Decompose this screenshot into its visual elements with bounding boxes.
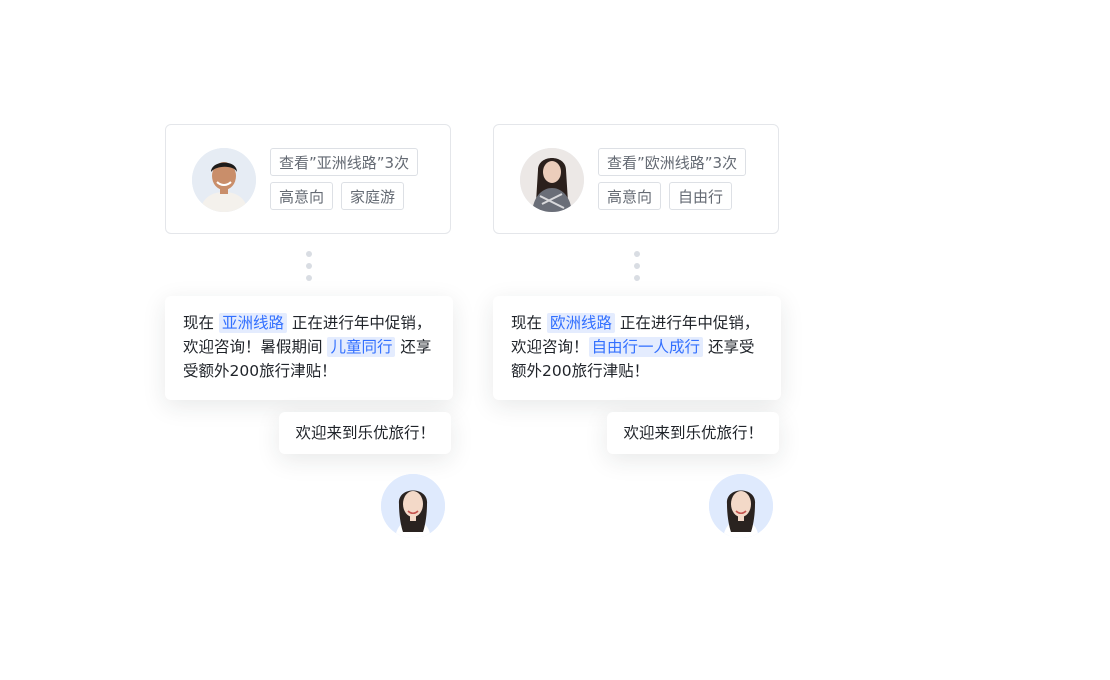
- highlight-segment: 儿童同行: [327, 337, 396, 357]
- customer-profile-card[interactable]: 查看”亚洲线路”3次 高意向 家庭游: [165, 124, 451, 234]
- agent-avatar-icon: [709, 474, 773, 538]
- connector-dots: [634, 251, 640, 287]
- highlight-route: 欧洲线路: [546, 313, 615, 333]
- agent-avatar-icon: [381, 474, 445, 538]
- welcome-message-bubble: 欢迎来到乐优旅行！: [279, 412, 451, 454]
- customer-profile-card[interactable]: 查看”欧洲线路”3次 高意向 自由行: [493, 124, 779, 234]
- journey-column-1: 查看”亚洲线路”3次 高意向 家庭游 现在 亚洲线路 正在进行年中促销，欢迎咨询…: [165, 0, 465, 680]
- promo-message-bubble: 现在 欧洲线路 正在进行年中促销，欢迎咨询！自由行一人成行 还享受额外200旅行…: [493, 296, 781, 400]
- connector-dots: [306, 251, 312, 287]
- tag-intent[interactable]: 高意向: [598, 182, 662, 210]
- customer-tags: 查看”亚洲线路”3次 高意向 家庭游: [270, 148, 450, 216]
- tag-view-count[interactable]: 查看”亚洲线路”3次: [270, 148, 419, 176]
- highlight-route: 亚洲线路: [218, 313, 287, 333]
- message-text: 正在进行年中促销，欢迎咨询！暑假期间: [183, 314, 432, 356]
- message-text: 正在进行年中促销，欢迎咨询！: [511, 314, 760, 356]
- tag-view-count[interactable]: 查看”欧洲线路”3次: [598, 148, 747, 176]
- message-text: 还享受额外200旅行津贴！: [183, 338, 432, 380]
- tag-travel-type[interactable]: 自由行: [669, 182, 733, 210]
- tag-intent[interactable]: 高意向: [270, 182, 334, 210]
- journey-column-2: 查看”欧洲线路”3次 高意向 自由行 现在 欧洲线路 正在进行年中促销，欢迎咨询…: [493, 0, 793, 680]
- promo-message-bubble: 现在 亚洲线路 正在进行年中促销，欢迎咨询！暑假期间 儿童同行 还享受额外200…: [165, 296, 453, 400]
- customer-tags: 查看”欧洲线路”3次 高意向 自由行: [598, 148, 778, 216]
- message-text: 还享受额外200旅行津贴！: [511, 338, 755, 380]
- customer-avatar-icon: [520, 148, 584, 212]
- message-text: 现在: [183, 314, 219, 332]
- customer-avatar-icon: [192, 148, 256, 212]
- welcome-message-bubble: 欢迎来到乐优旅行！: [607, 412, 779, 454]
- highlight-segment: 自由行一人成行: [588, 337, 704, 357]
- message-text: 现在: [511, 314, 547, 332]
- tag-travel-type[interactable]: 家庭游: [341, 182, 405, 210]
